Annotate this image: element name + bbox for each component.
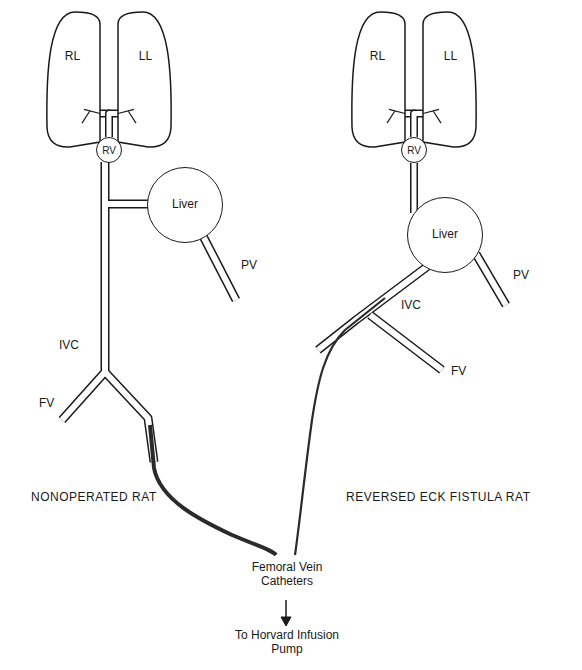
panel-title: NONOPERATED RAT xyxy=(30,490,158,504)
pump-arrowhead xyxy=(281,617,291,626)
left-lung: LL xyxy=(118,10,173,148)
lung-outline xyxy=(118,12,171,147)
left-vessels xyxy=(62,162,236,462)
lung-shape xyxy=(350,10,405,148)
pump-label: To Horvard Infusion Pump xyxy=(221,628,353,657)
lung-outline xyxy=(47,12,100,147)
catheter-label: Femoral Vein Catheters xyxy=(236,560,338,589)
bronchus xyxy=(118,109,136,123)
vessel-label: IVC xyxy=(400,298,422,312)
liver: Liver xyxy=(407,197,483,273)
panel-title: REVERSED ECK FISTULA RAT xyxy=(345,490,531,504)
right-lung: RL xyxy=(350,10,405,148)
organ-label: RV xyxy=(102,145,116,156)
bronchus xyxy=(423,109,441,123)
organ-label: RL xyxy=(65,50,80,63)
lung-shape xyxy=(423,10,478,148)
lung-shape xyxy=(118,10,173,148)
bronchus xyxy=(387,109,405,123)
vessel-label: IVC xyxy=(58,338,80,352)
right-vessels xyxy=(318,254,506,370)
vessel-label: FV xyxy=(450,364,467,378)
vessel-label: PV xyxy=(240,258,258,272)
right-lung: RL xyxy=(45,10,100,148)
right-ventricle: RV xyxy=(401,137,427,163)
right-ventricle: RV xyxy=(96,137,122,163)
left-lung: LL xyxy=(423,10,478,148)
right-catheter xyxy=(295,298,385,555)
vessel-label: PV xyxy=(512,268,530,282)
vessel-connector xyxy=(414,163,415,213)
organ-label: LL xyxy=(444,50,457,63)
organ-label: RL xyxy=(370,50,385,63)
organ-label: Liver xyxy=(432,228,458,241)
organ-label: LL xyxy=(139,50,152,63)
bronchus xyxy=(82,109,100,123)
lung-shape xyxy=(45,10,100,148)
left-catheter xyxy=(150,425,276,555)
liver: Liver xyxy=(147,167,223,243)
organ-label: Liver xyxy=(172,198,198,211)
lung-outline xyxy=(352,12,405,147)
lung-outline xyxy=(423,12,476,147)
organ-label: RV xyxy=(407,145,421,156)
vessel-label: FV xyxy=(38,396,55,410)
